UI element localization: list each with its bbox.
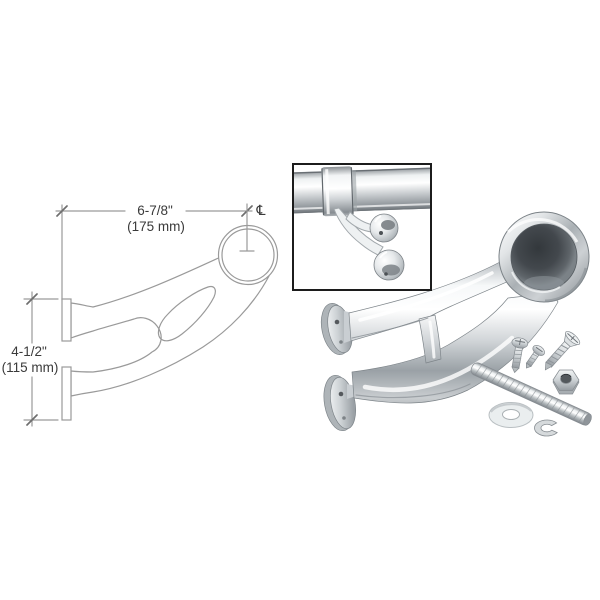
- crossbar-brace: [418, 314, 442, 364]
- mounting-screw-2: [525, 344, 545, 369]
- sleeve-collar: [321, 166, 358, 217]
- inset-photo-frame: [292, 163, 432, 291]
- handrail-ring: [498, 211, 590, 303]
- width-dimension-inches: 6-7/8": [137, 203, 173, 218]
- inset-photo: [292, 163, 432, 291]
- stud-threads: [474, 365, 586, 422]
- chrome-shadelines: [351, 317, 471, 399]
- ring-inner-circle: [221, 228, 275, 282]
- mounting-hardware: [470, 331, 592, 437]
- vertical-dimension: [23, 291, 59, 427]
- threaded-stud: [470, 362, 592, 426]
- vertical-extension-lines: [23, 298, 59, 421]
- upper-mounting-foot: [320, 303, 353, 355]
- ring-outer-circle: [217, 224, 279, 286]
- vertical-dimension-ticks: [26, 293, 38, 426]
- centerline-mark: [239, 203, 255, 252]
- upper-foot-outline: [61, 298, 72, 342]
- bracket-outline-drawing: [61, 203, 279, 421]
- inset-photo-content: [294, 165, 430, 289]
- height-dimension-mm: (115 mm): [2, 360, 59, 375]
- lower-foot-screw-icon: [338, 391, 344, 397]
- lock-washer: [534, 419, 558, 437]
- dimension-drawing: 6-7/8" (175 mm) 4-1/2" (115 mm) ℄: [2, 202, 279, 427]
- inset-bracket-arm: [333, 207, 384, 256]
- chrome-highlights: [358, 271, 515, 393]
- inset-lower-foot: [373, 249, 405, 281]
- mounting-screw-1: [511, 337, 529, 374]
- lower-foot-outline: [61, 366, 72, 421]
- width-dimension-mm: (175 mm): [127, 219, 185, 234]
- centerline-symbol: ℄: [256, 202, 266, 218]
- phillips-slot-icon: [515, 338, 526, 346]
- flat-washer: [488, 402, 534, 428]
- product-photo: [320, 211, 592, 437]
- mounting-screw-3: [544, 331, 581, 371]
- hex-nut: [552, 369, 580, 395]
- lower-mounting-foot: [323, 374, 357, 432]
- handrail-tube: [294, 166, 430, 217]
- chrome-bracket: [320, 211, 590, 432]
- inset-upper-foot: [369, 213, 399, 243]
- upper-foot-screw-icon: [334, 319, 340, 325]
- height-dimension-inches: 4-1/2": [11, 344, 47, 359]
